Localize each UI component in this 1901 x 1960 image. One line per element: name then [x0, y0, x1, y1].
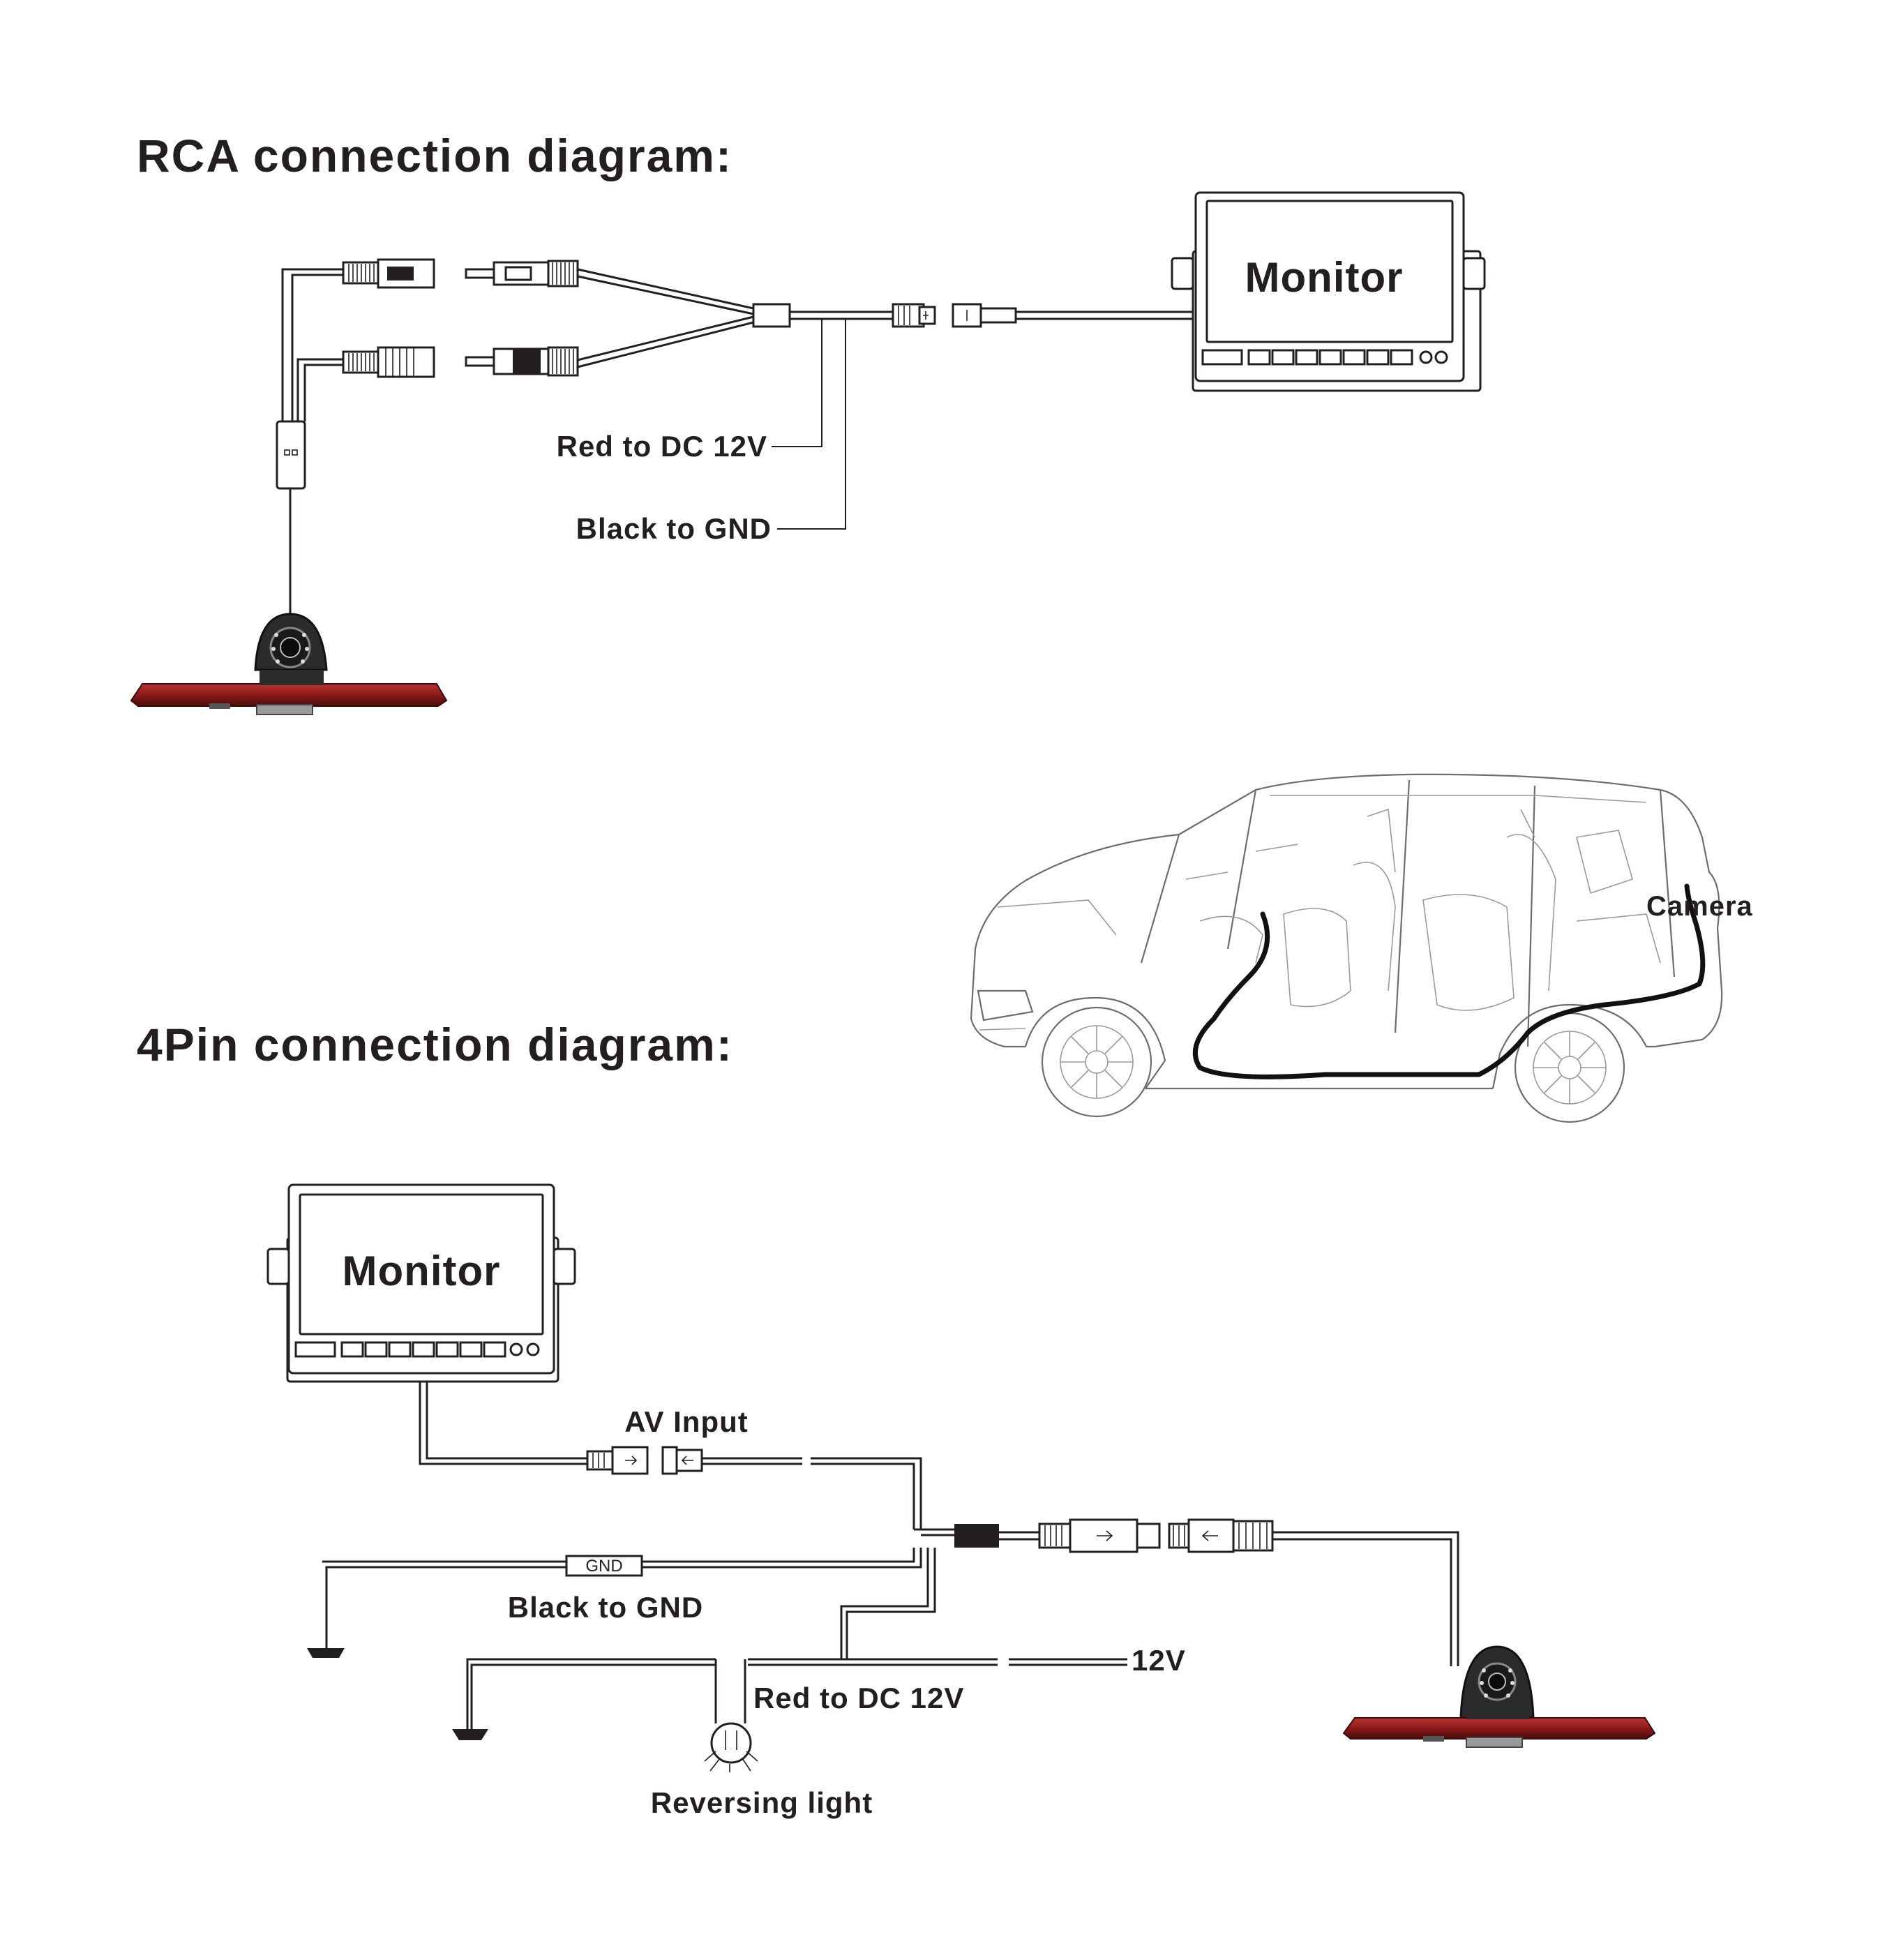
rca-camera-cable	[276, 268, 343, 614]
rca-section-title: RCA connection diagram:	[137, 130, 732, 181]
car-icon	[970, 773, 1723, 1123]
pin-red-label: Red to DC 12V	[753, 1682, 964, 1714]
car-camera-label: Camera	[1646, 891, 1753, 922]
pin-monitor-label: Monitor	[343, 1248, 501, 1294]
rca-y-splitter	[577, 268, 893, 530]
rca-video-jack-camera	[342, 258, 435, 289]
ground-icon	[307, 1648, 345, 1658]
pin-12v-label: 12V	[1132, 1644, 1186, 1677]
ground-icon	[452, 1729, 488, 1740]
pin-section-title: 4Pin connection diagram:	[137, 1019, 733, 1070]
rca-red-label: Red to DC 12V	[557, 430, 767, 463]
pin-monitor-icon	[266, 1183, 576, 1383]
rca-camera-icon	[130, 613, 448, 715]
pin-av-cable	[419, 1382, 922, 1529]
rca-power-jack-camera	[342, 346, 435, 378]
pin-av-input-label: AV Input	[624, 1405, 749, 1438]
pin-black-label: Black to GND	[508, 1591, 703, 1624]
pin-reversing-label: Reversing light	[651, 1786, 873, 1819]
pin-junction	[914, 1518, 1459, 1666]
pin-camera-icon	[1342, 1645, 1656, 1748]
pin-gnd-tag: GND	[585, 1557, 622, 1576]
pin-power-branch	[466, 1548, 1127, 1729]
rca-black-label: Black to GND	[576, 512, 772, 545]
pin-gnd-branch	[322, 1548, 922, 1648]
rca-monitor-label: Monitor	[1245, 254, 1404, 301]
rca-monitor-icon	[1171, 191, 1486, 392]
rca-plug-icon	[465, 260, 579, 287]
aviation-connector-icon	[892, 303, 1194, 328]
rca-plug-icon	[465, 346, 579, 377]
lamp-icon	[704, 1722, 758, 1772]
